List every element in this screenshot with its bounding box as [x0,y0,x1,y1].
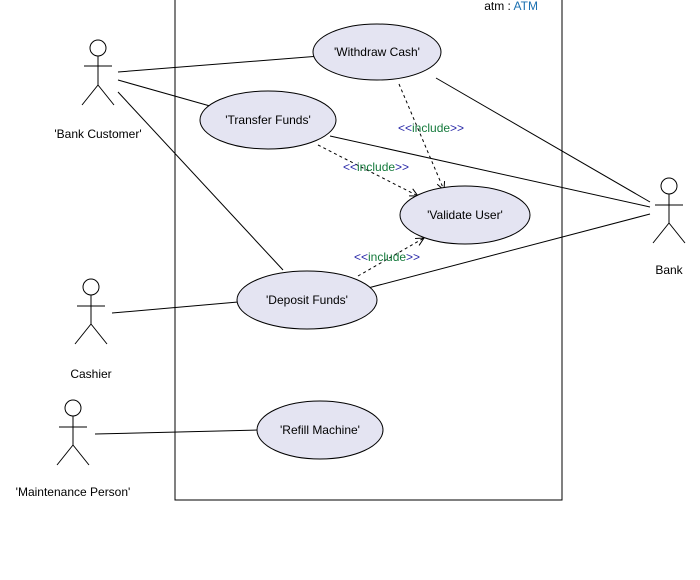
use-case-label: 'Refill Machine' [280,423,360,437]
association-maintenance-refill [94,429,259,435]
association-customer-transfer [117,79,211,107]
use-case-validate-user[interactable]: 'Validate User' [399,185,531,245]
include-arrow-deposit [357,238,424,277]
include-label-withdraw: <<include>> [398,121,464,135]
include-label-transfer: <<include>> [343,160,409,174]
actor-label: 'Bank Customer' [54,127,141,141]
actor-label: 'Maintenance Person' [16,485,131,499]
system-classifier: ATM [514,0,538,13]
association-cashier-deposit [111,301,239,314]
use-case-refill-machine[interactable]: 'Refill Machine' [256,400,384,460]
association-transfer-bank [329,135,651,208]
stick-figure-icon [74,278,108,345]
actor-bank[interactable]: Bank [652,177,686,277]
use-case-label: 'Validate User' [427,208,503,222]
actor-label: Cashier [70,367,111,381]
associations [94,55,651,435]
use-case-label: 'Deposit Funds' [266,293,348,307]
association-customer-deposit [117,91,284,271]
actor-label: Bank [655,263,683,277]
use-case-transfer-funds[interactable]: 'Transfer Funds' [199,90,337,150]
use-case-label: 'Withdraw Cash' [334,45,420,59]
system-boundary [174,0,563,501]
use-case-withdraw-cash[interactable]: 'Withdraw Cash' [312,23,442,81]
stick-figure-icon [81,39,115,106]
association-withdraw-bank [435,77,651,203]
include-label-deposit: <<include>> [354,250,420,264]
association-customer-withdraw [117,55,321,73]
include-dependencies [317,83,444,277]
use-case-label: 'Transfer Funds' [225,113,311,127]
include-arrow-transfer [317,144,418,196]
stick-figure-icon [652,177,686,244]
include-arrow-withdraw [398,83,444,190]
actor-cashier[interactable]: Cashier [70,278,112,381]
actor-maintenance-person[interactable]: 'Maintenance Person' [16,399,131,499]
use-case-deposit-funds[interactable]: 'Deposit Funds' [236,270,378,330]
actor-bank-customer[interactable]: 'Bank Customer' [54,39,142,141]
association-deposit-bank [367,213,651,289]
stick-figure-icon [56,399,90,466]
system-title: atm : ATM [484,0,538,13]
